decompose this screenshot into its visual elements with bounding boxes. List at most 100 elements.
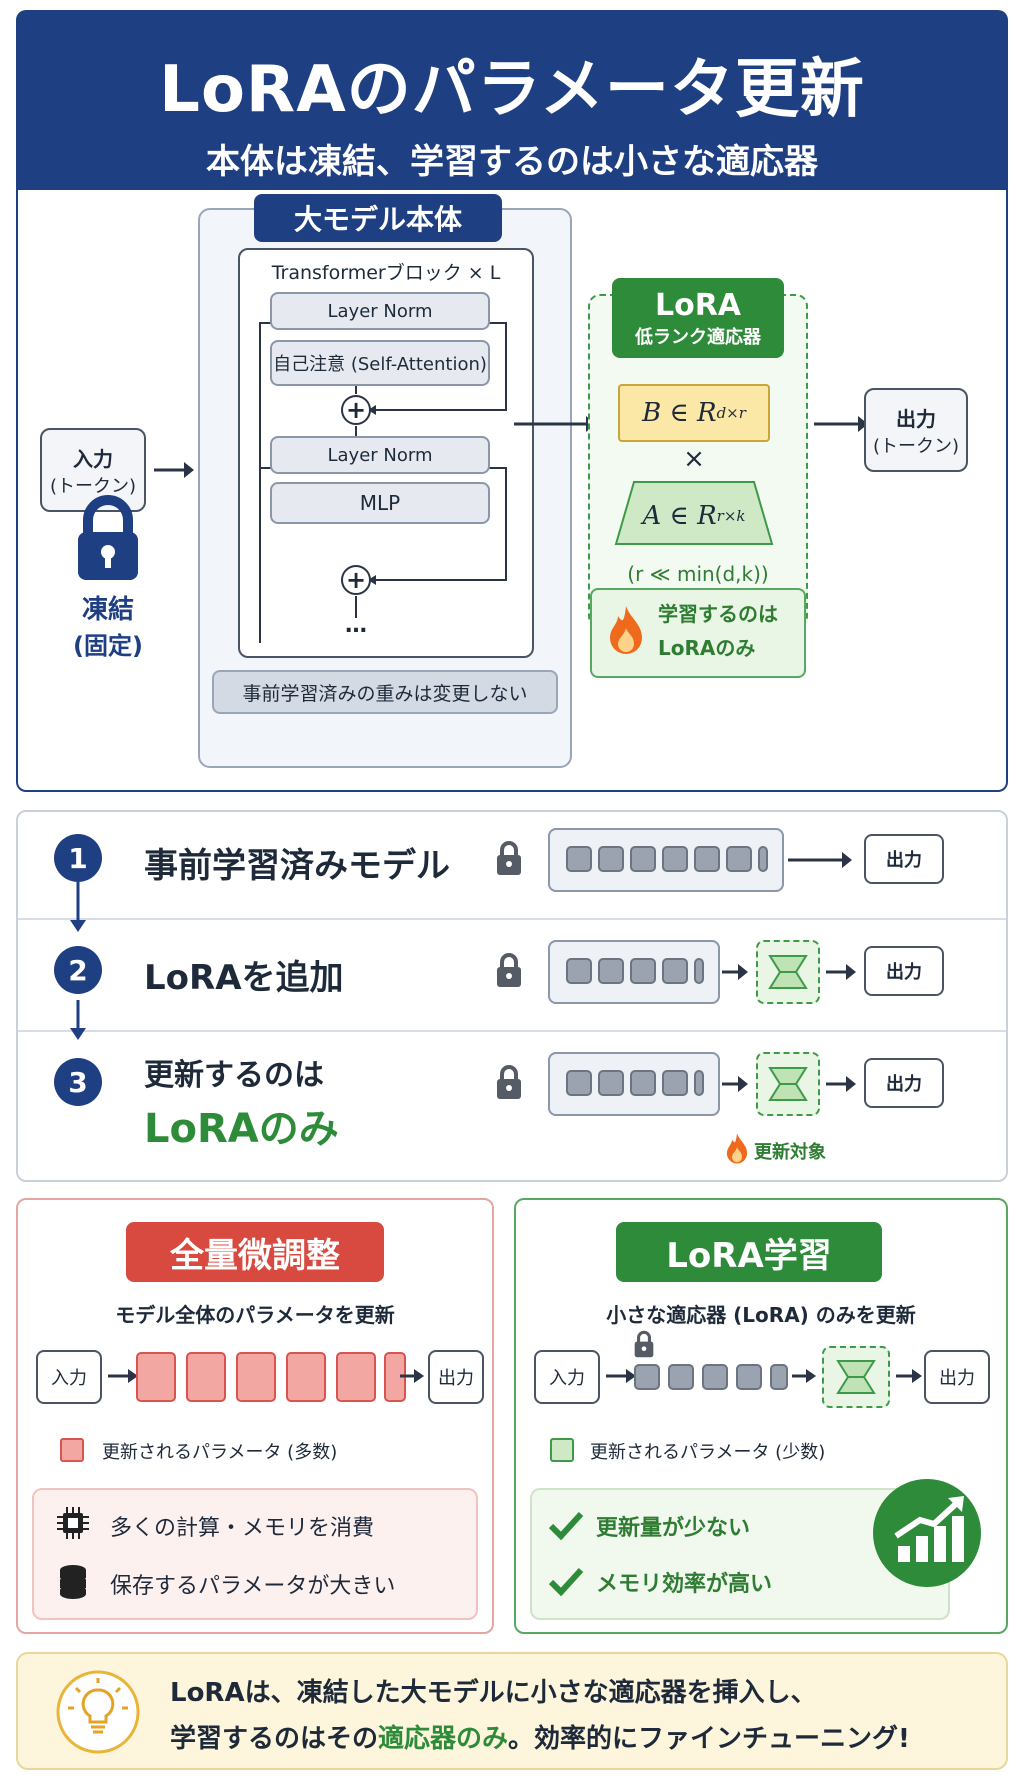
summary-line-1: LoRAは、凍結した大モデルに小さな適応器を挿入し、 xyxy=(170,1678,817,1708)
lora-train-desc: 小さな適応器 (LoRA) のみを更新 xyxy=(606,1302,916,1327)
lock-icon xyxy=(634,1330,654,1358)
model-title: 大モデル本体 xyxy=(254,194,502,242)
step-3-output: 出力 xyxy=(864,1058,944,1108)
step-1-text: 事前学習済みモデル xyxy=(144,846,450,886)
matrix-a-label: A ∈ R xyxy=(642,501,717,531)
frozen-sub: (固定) xyxy=(73,631,143,660)
output-label: 出力 xyxy=(896,406,936,431)
fire-icon xyxy=(610,606,642,654)
cons-box xyxy=(32,1488,478,1620)
check-icon xyxy=(548,1567,584,1596)
arrow-right-icon xyxy=(792,1369,816,1383)
full-ft-title: 全量微調整 xyxy=(126,1222,384,1282)
arrow-right-icon xyxy=(400,1369,424,1383)
arrow-right-icon xyxy=(896,1369,922,1383)
step-2-text: LoRAを追加 xyxy=(144,958,344,998)
output-sub: (トークン) xyxy=(872,435,960,457)
full-finetune-panel: 全量微調整 モデル全体のパラメータを更新 入力 出力 更新されるパラメータ (多… xyxy=(16,1198,494,1634)
fire-icon xyxy=(726,1133,748,1164)
frozen-model-bar xyxy=(548,940,720,1004)
full-ft-input: 入力 xyxy=(36,1350,102,1404)
arrow-right-icon xyxy=(826,1076,856,1092)
summary-line-2c: 。効率的にファインチューニング! xyxy=(508,1724,910,1754)
self-attention-box: 自己注意 (Self-Attention) xyxy=(270,340,490,386)
step-3-number: 3 xyxy=(54,1058,102,1106)
frozen-model-bar xyxy=(548,828,784,892)
step-1-output: 出力 xyxy=(864,834,944,884)
arrow-right-icon xyxy=(814,416,868,432)
frozen-label: 凍結 xyxy=(81,594,134,625)
legend-swatch xyxy=(60,1438,84,1462)
header-banner: LoRAのパラメータ更新 本体は凍結、学習するのは小さな適応器 xyxy=(16,10,1008,192)
summary-box: LoRAは、凍結した大モデルに小さな適応器を挿入し、 学習するのはその適応器のみ… xyxy=(16,1652,1008,1770)
page-subtitle: 本体は凍結、学習するのは小さな適応器 xyxy=(206,142,818,182)
row-divider xyxy=(18,918,1006,920)
update-target-note: 更新対象 xyxy=(754,1142,826,1163)
lock-icon xyxy=(497,841,521,875)
lora-train-input: 入力 xyxy=(534,1350,600,1404)
train-note-box xyxy=(590,588,806,678)
layer-norm-2: Layer Norm xyxy=(270,436,490,474)
input-box: 入力 (トークン) xyxy=(40,428,146,512)
input-label: 入力 xyxy=(73,446,113,471)
arrow-right-icon xyxy=(722,964,748,980)
rank-note: (r ≪ min(d,k)) xyxy=(627,562,769,586)
lora-adapter xyxy=(756,1052,820,1116)
check-icon xyxy=(548,1511,584,1540)
lora-train-legend: 更新されるパラメータ (少数) xyxy=(590,1442,826,1463)
train-note-2: LoRAのみ xyxy=(658,636,756,660)
lora-adapter xyxy=(822,1346,890,1408)
full-ft-output: 出力 xyxy=(428,1350,484,1404)
arrow-right-icon xyxy=(722,1076,748,1092)
lock-icon xyxy=(78,495,138,580)
add-node-2: + xyxy=(341,565,371,595)
step-3-text-highlight: LoRAのみ xyxy=(144,1106,339,1152)
step-arrows xyxy=(70,882,86,1040)
full-ft-legend: 更新されるパラメータ (多数) xyxy=(102,1442,338,1463)
matrix-b-label: B ∈ R xyxy=(642,398,717,428)
pro-item-2: メモリ効率が高い xyxy=(596,1572,773,1597)
growth-chart-icon xyxy=(873,1479,981,1587)
arrow-right-icon xyxy=(108,1369,138,1383)
lightbulb-icon xyxy=(56,1670,140,1754)
chip-icon xyxy=(57,1507,89,1539)
step-2-number: 2 xyxy=(54,946,102,994)
step-1-number: 1 xyxy=(54,834,102,882)
summary-highlight: 適応器のみ xyxy=(378,1724,509,1754)
steps-panel: 1 事前学習済みモデル 出力 2 LoRAを追加 出力 3 更新するのは LoR… xyxy=(16,810,1008,1182)
output-box: 出力 (トークン) xyxy=(864,388,968,472)
architecture-panel: 入力 (トークン) 凍結 (固定) 大モデル本体 Transformerブロック… xyxy=(16,190,1008,792)
mlp-box: MLP xyxy=(270,482,490,524)
lock-icon xyxy=(497,1065,521,1099)
con-item-2: 保存するパラメータが大きい xyxy=(110,1574,396,1599)
summary-line-2: 学習するのはその適応器のみ。効率的にファインチューニング! xyxy=(170,1718,910,1755)
summary-line-2a: 学習するのはその xyxy=(170,1724,379,1754)
full-ft-desc: モデル全体のパラメータを更新 xyxy=(115,1302,395,1327)
frozen-model-bar xyxy=(548,1052,720,1116)
lora-train-output: 出力 xyxy=(924,1350,990,1404)
page-title: LoRAのパラメータ更新 xyxy=(159,53,865,127)
lora-train-panel: LoRA学習 小さな適応器 (LoRA) のみを更新 入力 出力 更新されるパラ… xyxy=(514,1198,1008,1634)
step-3-text: 更新するのは xyxy=(144,1058,324,1093)
ellipsis: … xyxy=(345,612,367,638)
matrix-b-sup: d×r xyxy=(716,404,746,422)
updated-params-row xyxy=(136,1352,406,1404)
legend-swatch xyxy=(550,1438,574,1462)
adapter-icon xyxy=(768,1067,808,1101)
arrow-right-icon xyxy=(826,964,856,980)
row-divider xyxy=(18,1030,1006,1032)
adapter-icon xyxy=(768,955,808,989)
lora-title-box: LoRA 低ランク適応器 xyxy=(612,278,784,358)
add-node-1: + xyxy=(341,395,371,425)
input-sub: (トークン) xyxy=(49,475,137,497)
arrow-right-icon xyxy=(154,462,194,478)
transformer-label: Transformerブロック × L xyxy=(271,261,501,284)
train-note-1: 学習するのは xyxy=(658,602,778,626)
step-2-output: 出力 xyxy=(864,946,944,996)
lora-adapter xyxy=(756,940,820,1004)
multiply-sign: × xyxy=(683,444,705,474)
lora-title: LoRA xyxy=(654,287,742,323)
lora-train-title: LoRA学習 xyxy=(616,1222,882,1282)
